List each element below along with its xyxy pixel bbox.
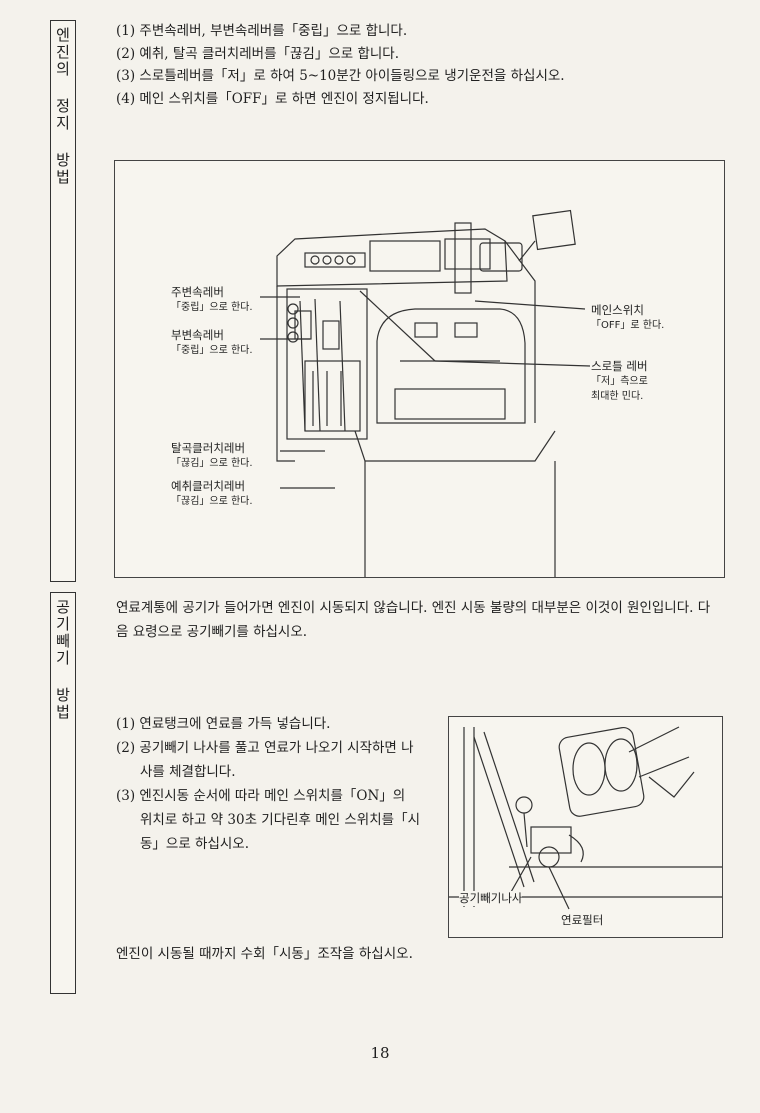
step-item: (3) 스로틀레버를「저」로 하여 5~10분간 아이들링으로 냉기운전을 하십… — [116, 68, 565, 84]
section-title-text: 공기빼기 방법 — [53, 599, 72, 721]
fuel-filter-illustration — [449, 726, 722, 910]
page-number: 18 — [370, 1044, 390, 1062]
label-bleed-screw: 공기빼기나사 — [459, 891, 523, 906]
section-title-engine-stop: 엔진의 정지 방법 — [50, 20, 76, 582]
label-reap-clutch: 예취클러치레버 「끊김」으로 한다. — [171, 479, 253, 507]
step-item: (4) 메인 스위치를「OFF」로 하면 엔진이 정지됩니다. — [116, 90, 429, 107]
step-item: (1) 주변속레버, 부변속레버를「중립」으로 합니다. — [116, 23, 408, 39]
cab-illustration — [260, 209, 591, 577]
figure-fuel-filter: 공기빼기나사 연료필터 — [448, 716, 723, 938]
label-main-switch: 메인스위치 「OFF」로 한다. — [591, 303, 665, 331]
step-item: (3) 엔진시동 순서에 따라 메인 스위치를「ON」의 위치로 하고 약 30… — [116, 788, 420, 852]
figure-operator-cab: 주변속레버 「중립」으로 한다. 부변속레버 「중립」으로 한다. 탈곡클러치레… — [114, 160, 725, 578]
engine-stop-steps: (1) 주변속레버, 부변속레버를「중립」으로 합니다. (2) 예취, 탈곡 … — [116, 20, 565, 110]
step-item: (1) 연료탱크에 연료를 가득 넣습니다. — [116, 716, 331, 732]
label-thresh-clutch: 탈곡클러치레버 「끊김」으로 한다. — [171, 441, 253, 469]
section-title-air-bleed: 공기빼기 방법 — [50, 592, 76, 994]
step-item: (2) 예취, 탈곡 클러치레버를「끊김」으로 합니다. — [116, 45, 400, 62]
label-fuel-filter: 연료필터 — [561, 913, 604, 928]
label-throttle: 스로틀 레버 「저」측으로 최대한 민다. — [591, 359, 648, 402]
step-item: (2) 공기빼기 나사를 풀고 연료가 나오기 시작하면 나사를 체결합니다. — [116, 740, 414, 780]
air-bleed-note: 엔진이 시동될 때까지 수회「시동」조작을 하십시오. — [116, 946, 413, 962]
label-main-shift: 주변속레버 「중립」으로 한다. — [171, 285, 253, 313]
air-bleed-steps: (1) 연료탱크에 연료를 가득 넣습니다. (2) 공기빼기 나사를 풀고 연… — [116, 712, 421, 856]
label-sub-shift: 부변속레버 「중립」으로 한다. — [171, 328, 253, 356]
air-bleed-intro: 연료계통에 공기가 들어가면 엔진이 시동되지 않습니다. 엔진 시동 불량의 … — [116, 600, 711, 640]
section-title-text: 엔진의 정지 방법 — [53, 27, 72, 186]
